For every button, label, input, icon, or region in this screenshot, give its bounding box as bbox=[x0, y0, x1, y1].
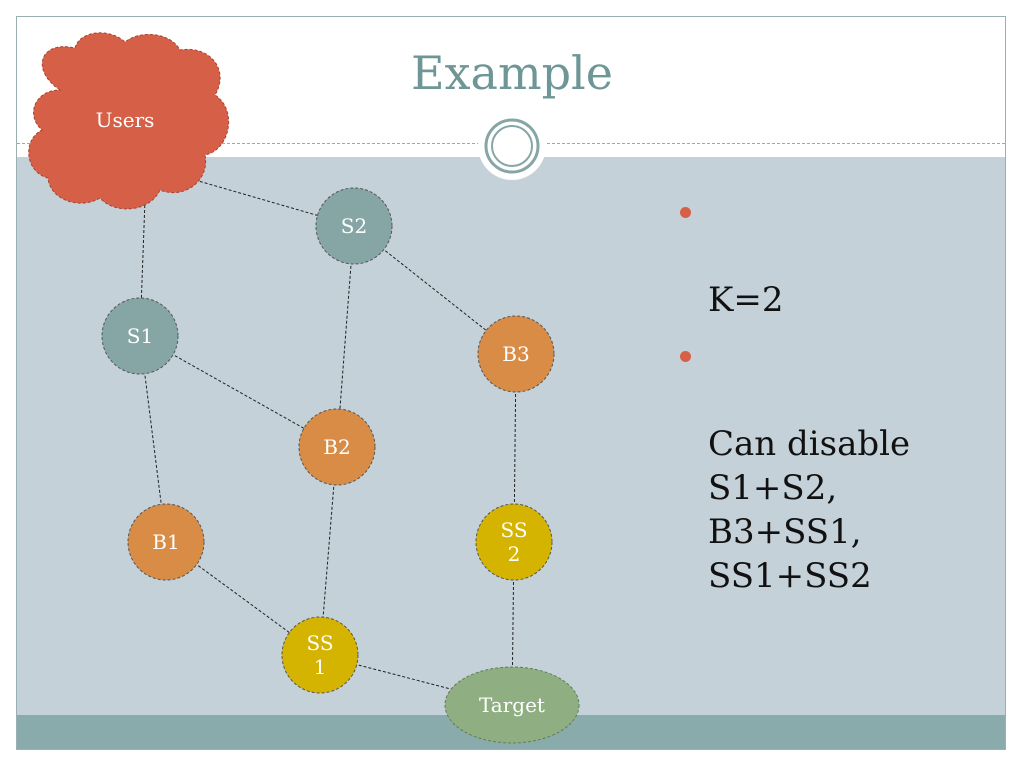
node-shape-s2 bbox=[315, 187, 393, 265]
node-s1: S1 bbox=[101, 297, 179, 375]
node-label-b3: B3 bbox=[502, 342, 529, 366]
bullet-item-disable: Can disable S1+S2, B3+SS1, SS1+SS2 bbox=[678, 334, 998, 598]
node-b2: B2 bbox=[298, 408, 376, 486]
bullet-list: K=2 Can disable S1+S2, B3+SS1, SS1+SS2 bbox=[678, 190, 998, 610]
node-shape-ss1 bbox=[281, 616, 359, 694]
node-shape-target bbox=[444, 666, 580, 744]
node-s2: S2 bbox=[315, 187, 393, 265]
bullet-dot-icon bbox=[680, 351, 691, 362]
bullet-dot-icon bbox=[680, 207, 691, 218]
node-shape-ss2 bbox=[475, 503, 553, 581]
bullet-text: Can disable S1+S2, B3+SS1, SS1+SS2 bbox=[708, 424, 911, 596]
node-users: Users bbox=[28, 32, 230, 210]
edge-users-s1 bbox=[139, 199, 146, 337]
node-b3: B3 bbox=[477, 315, 555, 393]
slide-title: Example bbox=[411, 46, 613, 100]
node-shape-s1 bbox=[101, 297, 179, 375]
node-label-users: Users bbox=[96, 108, 155, 132]
content-band bbox=[17, 157, 1005, 715]
title-ornament-icon bbox=[478, 112, 546, 180]
node-shape-b1 bbox=[127, 503, 205, 581]
node-label-s1: S1 bbox=[127, 324, 153, 348]
node-target: Target bbox=[444, 666, 580, 744]
bullet-text: K=2 bbox=[708, 280, 784, 320]
node-label-s2: S2 bbox=[341, 214, 367, 238]
node-label-target: Target bbox=[479, 693, 545, 717]
node-shape-b2 bbox=[298, 408, 376, 486]
node-b1: B1 bbox=[127, 503, 205, 581]
node-shape-b3 bbox=[477, 315, 555, 393]
node-label-b1: B1 bbox=[152, 530, 179, 554]
cloud-shape bbox=[28, 32, 230, 210]
bullet-item-k: K=2 bbox=[678, 190, 998, 322]
node-label-b2: B2 bbox=[323, 435, 350, 459]
